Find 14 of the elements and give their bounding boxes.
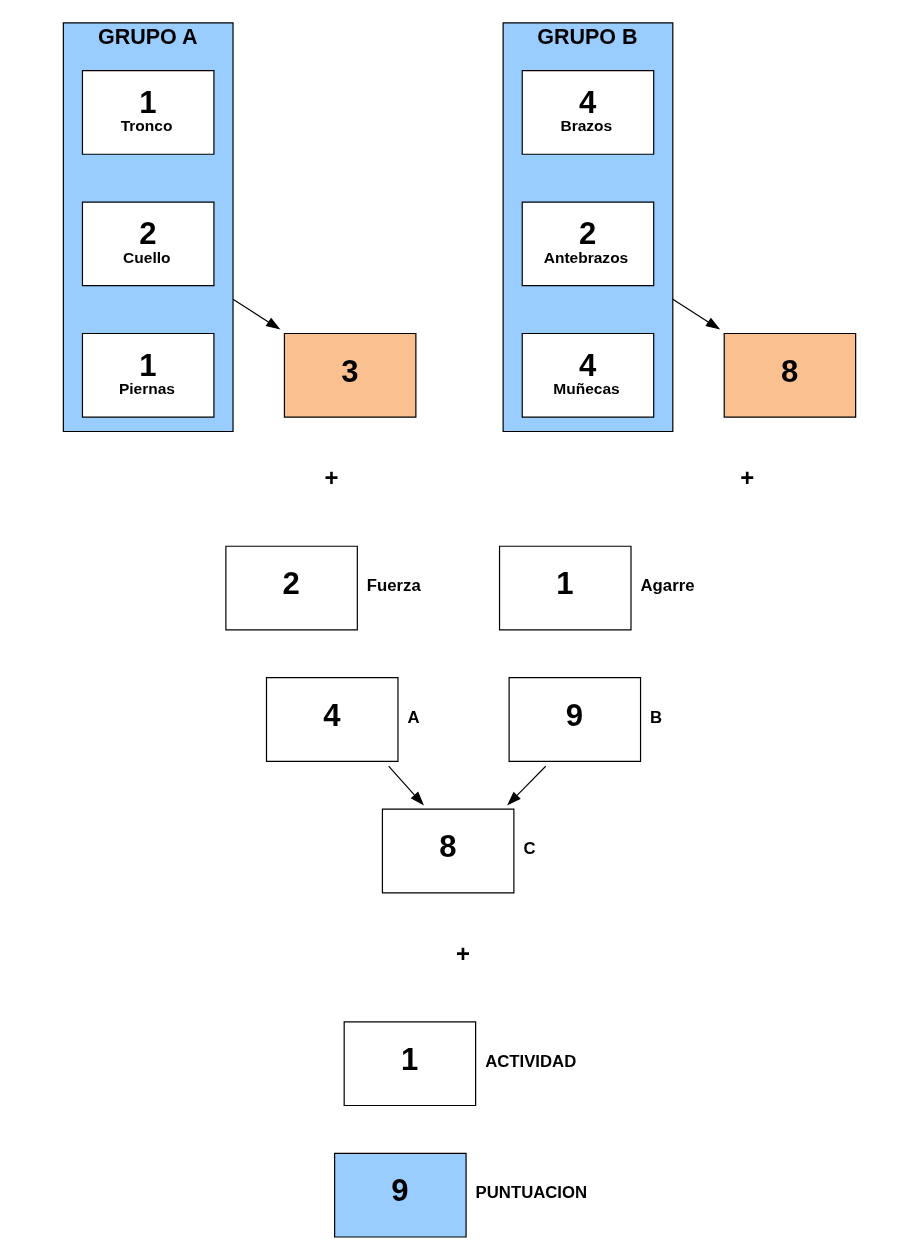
arrow	[672, 298, 721, 330]
node-label: Fuerza	[366, 576, 421, 596]
node-label: A	[407, 707, 420, 727]
node-label: Agarre	[640, 576, 695, 596]
node-label: PUNTUACION	[475, 1183, 588, 1203]
label: +	[740, 464, 755, 492]
node-label: C	[523, 839, 536, 859]
label: +	[324, 464, 339, 492]
node-label: ACTIVIDAD	[485, 1051, 577, 1071]
arrow	[507, 765, 547, 806]
label: +	[455, 940, 470, 968]
arrow	[232, 298, 281, 330]
node-label: B	[650, 707, 663, 727]
arrow	[388, 765, 424, 806]
